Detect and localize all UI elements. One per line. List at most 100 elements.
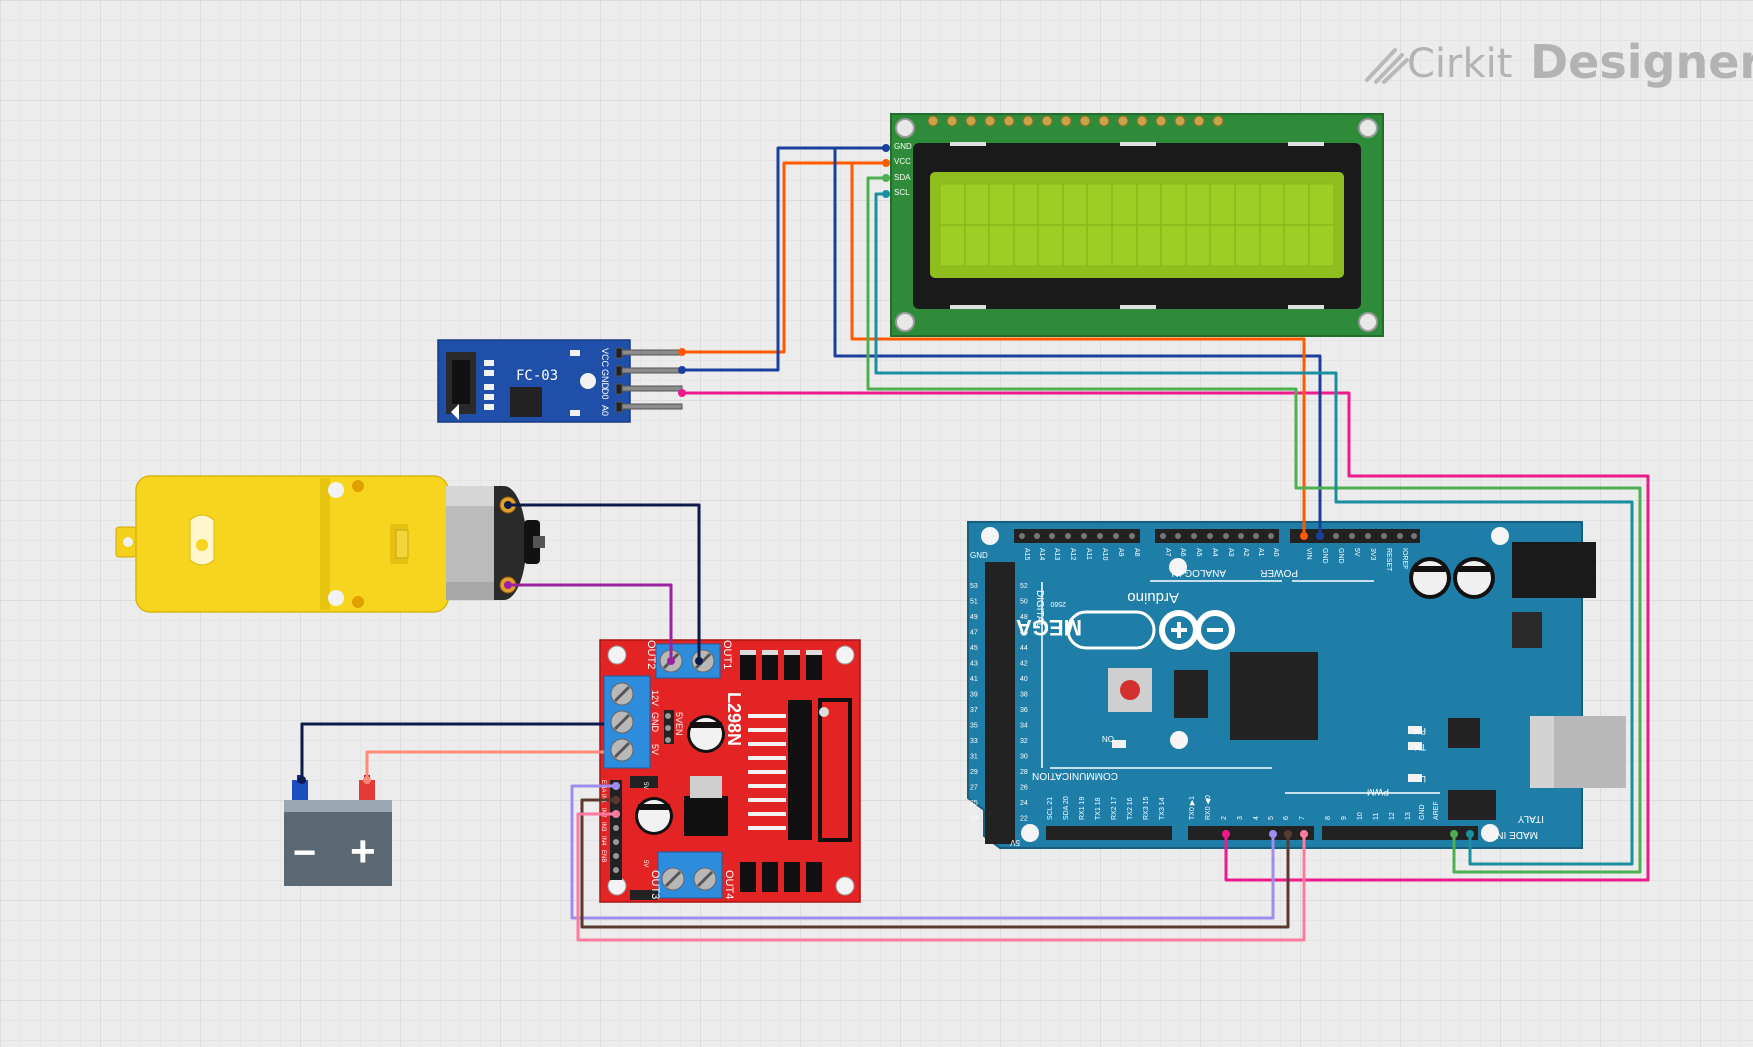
comm-pin-label: SCL 21 [1047, 797, 1054, 820]
analog-pin-label: A2 [1242, 548, 1249, 557]
wire-lcd-scl-to-mega-scl[interactable] [874, 192, 1634, 866]
arduino-logo-signs [1171, 622, 1223, 638]
pwm-pin-label: 11 [1373, 813, 1380, 820]
pwm-pin-label: 3 [1237, 816, 1244, 820]
dc-gear-motor[interactable] [115, 475, 545, 613]
lcd-header-pads [927, 115, 1224, 127]
made-in-label: MADE IN [1496, 829, 1538, 840]
digital-pin-label: 32 [1020, 738, 1028, 745]
sensor-pin-a0: A0 [600, 405, 610, 416]
wire-sensor-vcc-to-lcd-vcc[interactable] [682, 161, 886, 354]
power-pin-label: 3V3 [1369, 548, 1376, 561]
power-pin-label: VIN [1305, 548, 1312, 560]
arduino-mega[interactable]: MEGA Arduino 2560 ANALOG IN POWER DIGITA… [967, 521, 1626, 849]
driver-model-label: L298N [724, 692, 744, 746]
wire-sensor-d0-to-mega-pin2[interactable] [682, 391, 1650, 882]
digital-pin-label: 23 [970, 816, 978, 823]
digital-pin-label: 50 [1020, 599, 1028, 606]
wire-endpoints [298, 144, 1474, 838]
lcd-char-grid [940, 184, 1334, 266]
comm-pin-label: TX2 16 [1127, 797, 1134, 820]
rx-led-label: RX [1413, 726, 1426, 736]
analog-pin-label: A6 [1179, 548, 1186, 557]
comm-pin-label: RX3 15 [1143, 797, 1150, 820]
sensor-pin-d0: D0 [600, 388, 610, 400]
pwm-pin-label: 5 [1268, 816, 1275, 820]
power-pin-label: RESET [1385, 548, 1392, 572]
comm-pin-label: TX1 18 [1095, 797, 1102, 820]
digital-pin-label: 35 [970, 723, 978, 730]
wire-lcd-gnd-to-mega-gnd[interactable] [833, 146, 1322, 536]
pwm-pin-label: TX0 ▶1 [1189, 796, 1196, 820]
lcd-display[interactable]: GND VCC SDA SCL [890, 113, 1384, 337]
arduino-infinity-logo-icon [1159, 610, 1235, 650]
analog-pin-label: A11 [1085, 548, 1092, 560]
analog-pin-label: A0 [1272, 548, 1279, 557]
wire-battery-plus-to-12v[interactable] [365, 750, 604, 780]
wire-lcd-sda-to-mega-sda[interactable] [866, 176, 1642, 874]
driver-12v-label: 12V [650, 690, 660, 706]
analog-pin-label: A1 [1257, 548, 1264, 557]
pwm-pin-label: 12 [1389, 812, 1396, 820]
comm-pin-label: SDA 20 [1063, 796, 1070, 820]
digital-pin-label: 25 [970, 800, 978, 807]
pwm-pin-label: 8 [1325, 816, 1332, 820]
digital-pin-label: 40 [1020, 676, 1028, 683]
power-pin-label: GND [1321, 548, 1328, 564]
tx-led-label: TX [1414, 742, 1426, 752]
digital-pin-label: 26 [1020, 785, 1028, 792]
pwm-pin-label: 2 [1221, 816, 1228, 820]
digital-pin-label: 28 [1020, 769, 1028, 776]
driver-out3-label: OUT3 [649, 870, 661, 899]
analog-pin-label: A13 [1053, 548, 1060, 561]
fc03-sensor[interactable]: FC-03 VCC GND D0 A0 [437, 339, 683, 423]
wire-motor-to-out1[interactable] [508, 503, 701, 661]
pwm-pin-label: RX0 ◀0 [1205, 795, 1212, 820]
analog-pin-label: A12 [1069, 548, 1076, 561]
comm-pin-label: RX1 19 [1079, 797, 1086, 820]
wire-battery-minus-to-gnd[interactable] [300, 722, 604, 780]
analog-pin-label: A14 [1038, 548, 1045, 561]
sensor-model-label: FC-03 [516, 368, 558, 384]
lcd-pin-labels: GND VCC SDA SCL [894, 142, 912, 197]
digital-pin-label: 33 [970, 738, 978, 745]
driver-enb-label: ENB [600, 850, 606, 862]
pwm-pin-label: 4 [1253, 816, 1260, 820]
digital-pin-label: 38 [1020, 692, 1028, 699]
analog-pin-label: A15 [1023, 548, 1030, 561]
wire-lcd-vcc-to-mega-vin[interactable] [850, 161, 1306, 536]
pwm-pin-label: 9 [1341, 816, 1348, 820]
analog-pin-label: A10 [1101, 548, 1108, 561]
digital-label: DIGITAL [1034, 590, 1045, 629]
comm-pin-label: TX3 14 [1159, 797, 1166, 820]
digital-pin-label: 36 [1020, 707, 1028, 714]
power-pin-label: GND [1337, 548, 1344, 564]
wire-motor-to-out2[interactable] [508, 583, 673, 661]
arduino-brand-label: Arduino [1127, 589, 1179, 606]
wire-driver-ena-to-mega[interactable] [576, 812, 1306, 942]
pwm-pin-label: 6 [1283, 816, 1290, 820]
digital-pin-label: 30 [1020, 754, 1028, 761]
wire-driver-in2-to-mega[interactable] [580, 798, 1290, 929]
lcd-pin-sda: SDA [894, 173, 911, 182]
sensor-pin-vcc: VCC [600, 348, 610, 368]
on-led-label: ON [1102, 734, 1114, 743]
digital-pin-label: 46 [1020, 630, 1028, 637]
brand-name-light: Cirkit [1407, 41, 1512, 87]
battery[interactable]: − + [284, 775, 392, 886]
pwm-pin-label: GND [1419, 804, 1426, 820]
analog-in-label: ANALOG IN [1172, 567, 1226, 578]
l298n-driver[interactable]: L298N OUT2 OUT1 OUT3 OUT4 12V GND 5V 5VE… [599, 639, 861, 903]
driver-out1-label: OUT1 [721, 640, 733, 669]
lcd-pin-gnd: GND [894, 142, 912, 151]
analog-pin-label: A8 [1133, 548, 1140, 557]
wire-driver-in1-to-mega[interactable] [570, 784, 1275, 920]
sensor-header-pins [615, 347, 683, 413]
digital-pin-label: 37 [970, 707, 978, 714]
driver-in3-label: IN3 [600, 822, 606, 832]
power-label: POWER [1260, 567, 1298, 578]
driver-ctrl-5v-label-2: 5V [642, 860, 648, 867]
pencil-logo-icon [1365, 48, 1409, 84]
digital-pin-label: 48 [1020, 614, 1028, 621]
wire-sensor-gnd-to-lcd-gnd[interactable] [682, 146, 886, 372]
